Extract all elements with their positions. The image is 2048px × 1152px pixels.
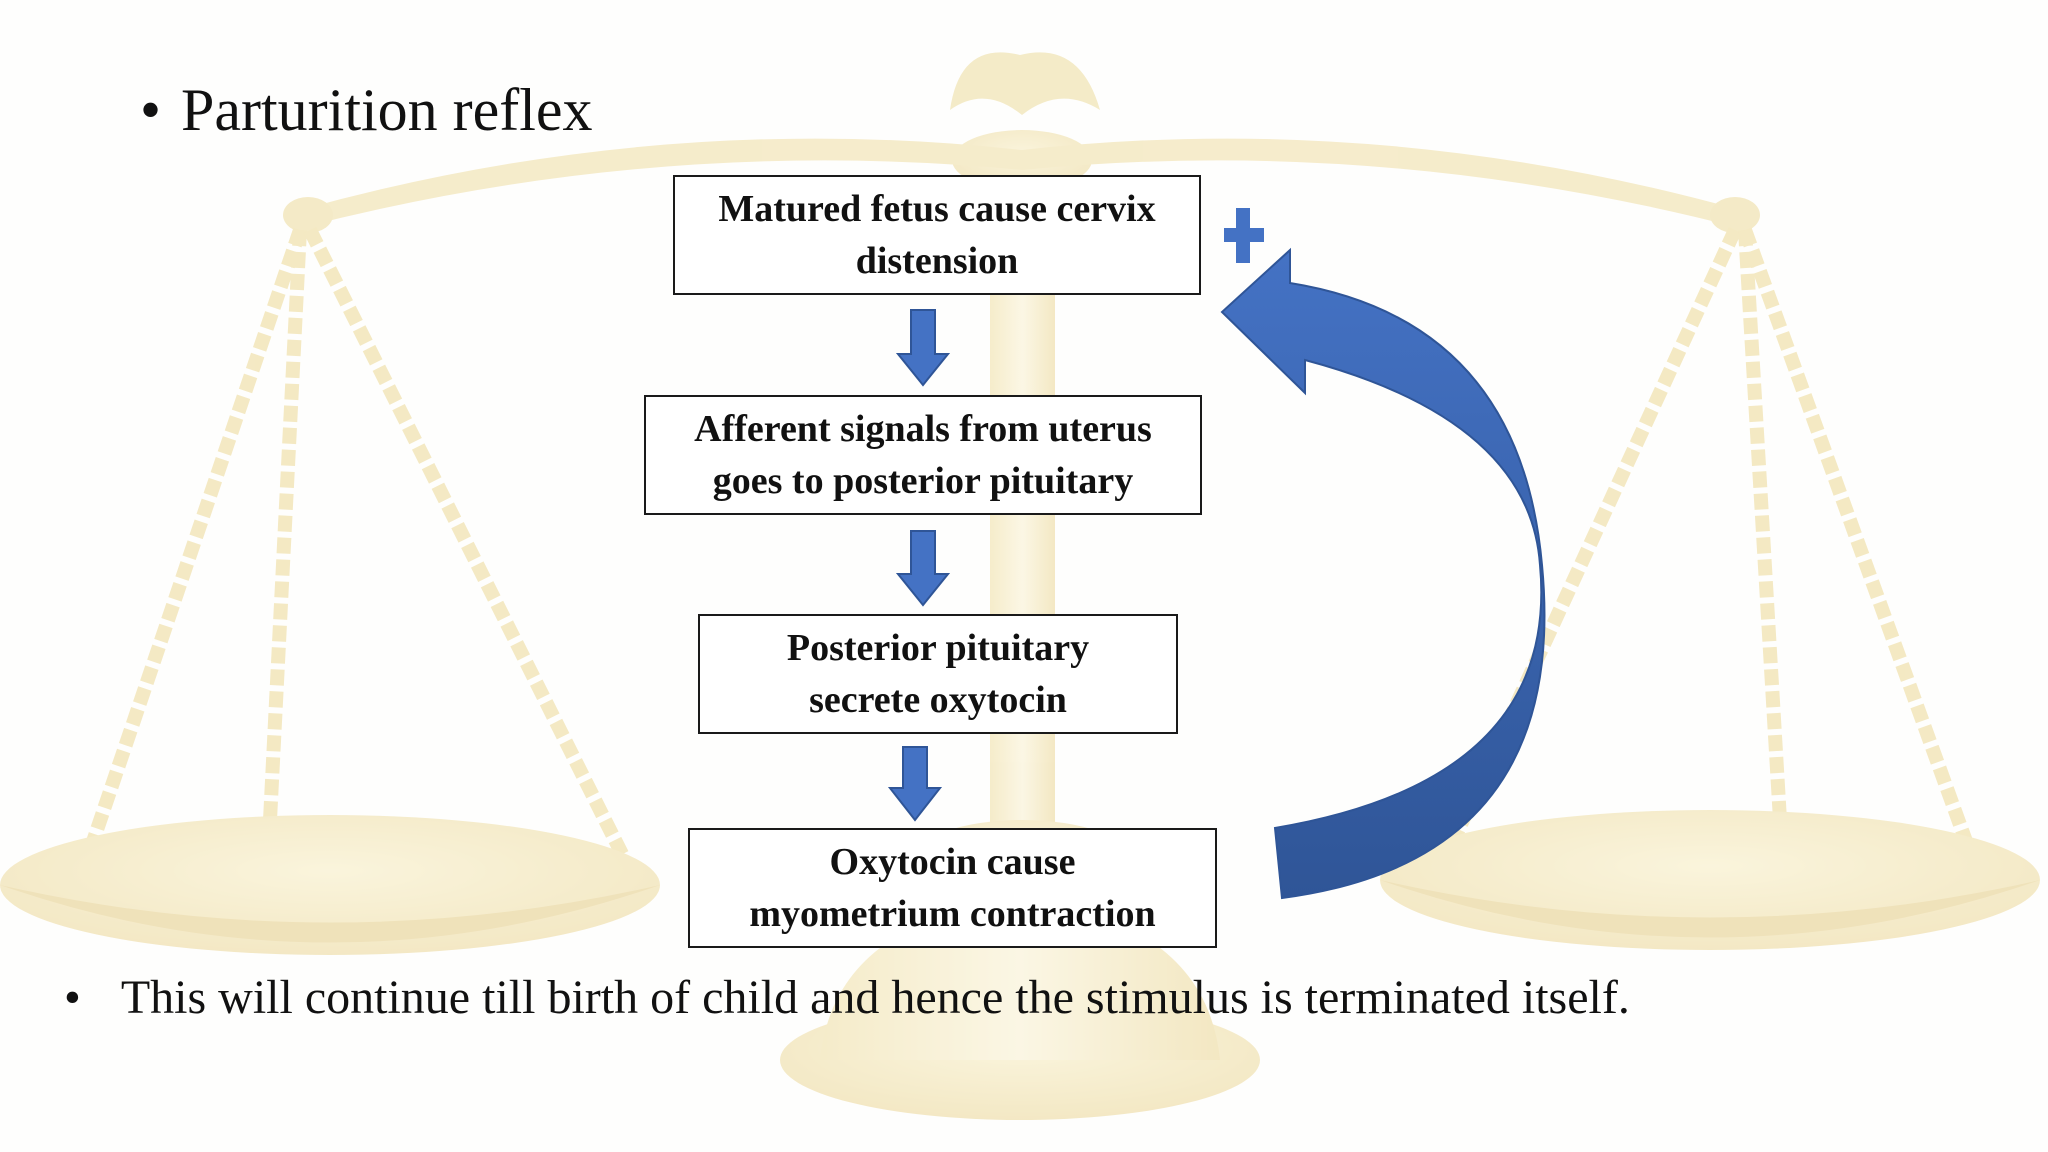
- bullet-marker: •: [64, 971, 81, 1024]
- flow-step-1-line-2: distension: [855, 240, 1019, 282]
- flow-step-4-line-1: Oxytocin cause: [829, 841, 1076, 883]
- footer-bullet: • This will continue till birth of child …: [64, 968, 1630, 1028]
- flow-step-2-line-2: goes to posterior pituitary: [712, 460, 1134, 502]
- bullet-marker: •: [140, 77, 162, 143]
- flow-step-3-line-2: secrete oxytocin: [809, 679, 1067, 721]
- flow-step-1-box: Matured fetus cause cervix distension: [673, 175, 1201, 295]
- flow-step-4-line-2: myometrium contraction: [749, 893, 1156, 935]
- flow-step-2-box: Afferent signals from uterus goes to pos…: [644, 395, 1202, 515]
- flow-step-3-box: Posterior pituitary secrete oxytocin: [698, 614, 1178, 734]
- title-bullet: • Parturition reflex: [140, 74, 593, 146]
- slide-title: Parturition reflex: [181, 77, 593, 143]
- flow-step-4-box: Oxytocin cause myometrium contraction: [688, 828, 1217, 948]
- flow-step-1-line-1: Matured fetus cause cervix: [718, 188, 1156, 230]
- footer-text: This will continue till birth of child a…: [120, 971, 1630, 1024]
- flow-step-2-line-1: Afferent signals from uterus: [694, 408, 1152, 450]
- flow-step-3-line-1: Posterior pituitary: [786, 627, 1090, 669]
